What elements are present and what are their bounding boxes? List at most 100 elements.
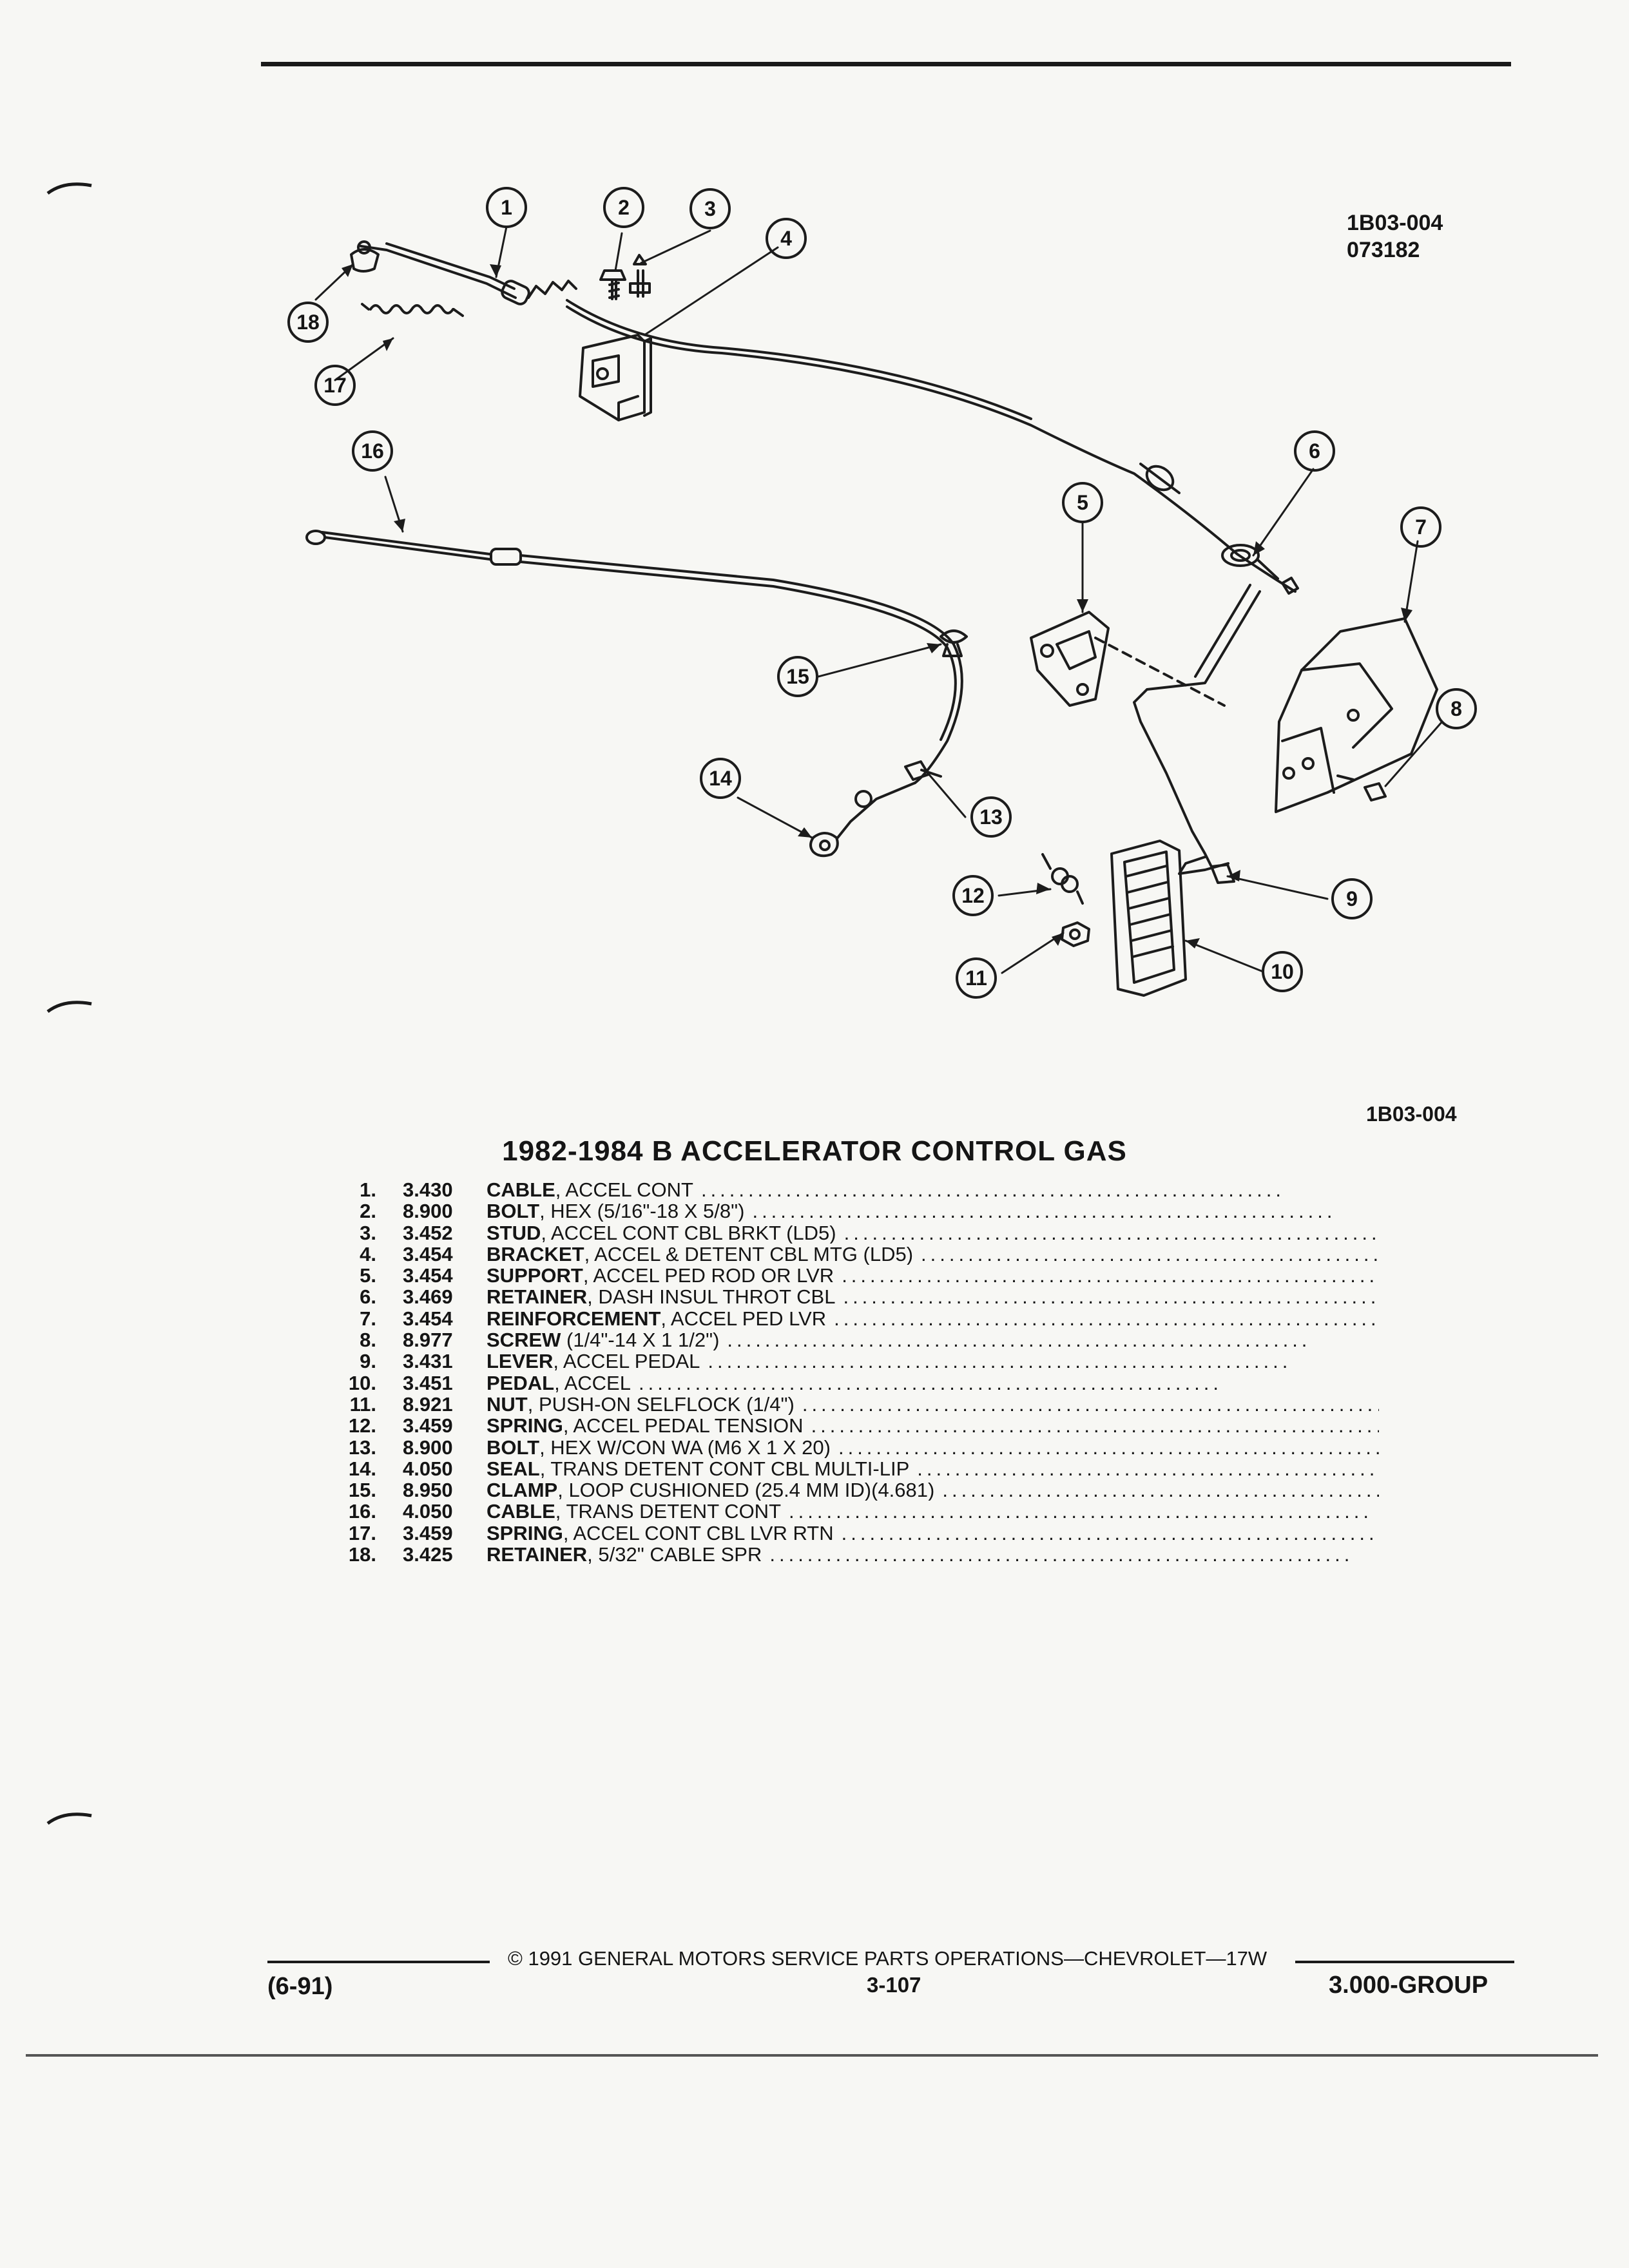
callout-label-16: 16 bbox=[361, 439, 384, 463]
dot-leader: ........................................… bbox=[769, 1544, 1354, 1566]
part-description: , LOOP CUSHIONED (25.4 MM ID)(4.681) bbox=[557, 1479, 935, 1501]
hex-bolt-part bbox=[599, 269, 626, 300]
callout-15 bbox=[777, 656, 818, 697]
multi-lip-seal-part bbox=[809, 832, 839, 858]
part-description: , ACCEL PED ROD OR LVR bbox=[583, 1265, 834, 1287]
group-code: 3.454 bbox=[403, 1264, 453, 1287]
group-code: 3.452 bbox=[403, 1221, 453, 1244]
part-name: SPRING bbox=[487, 1522, 563, 1544]
part-number: 11. bbox=[349, 1392, 376, 1416]
dot-leader: ........................................… bbox=[752, 1200, 1336, 1222]
group-code: 8.950 bbox=[403, 1479, 453, 1502]
hex-washer-bolt-part bbox=[904, 760, 942, 781]
pedal-support-part bbox=[1030, 611, 1226, 707]
part-description: , ACCEL CONT CBL BRKT (LD5) bbox=[541, 1222, 836, 1244]
figure-ref-number: 1B03-004 bbox=[1347, 211, 1443, 235]
part-description: , HEX W/CON WA (M6 X 1 X 20) bbox=[539, 1436, 831, 1458]
part-number: 7. bbox=[360, 1307, 376, 1330]
part-name: SCREW bbox=[487, 1329, 561, 1351]
loop-clamp-part bbox=[940, 629, 968, 657]
part-number: 10. bbox=[348, 1371, 376, 1394]
bottom-rule bbox=[26, 2054, 1598, 2057]
callout-circles bbox=[287, 187, 1477, 999]
callout-label-18: 18 bbox=[296, 311, 320, 334]
callout-label-8: 8 bbox=[1451, 697, 1462, 720]
detent-cable-part bbox=[305, 530, 963, 839]
callout-label-2: 2 bbox=[618, 196, 630, 219]
callout-4 bbox=[766, 218, 807, 259]
part-description: , DASH INSUL THROT CBL bbox=[587, 1286, 836, 1308]
group-code: 3.454 bbox=[403, 1307, 453, 1330]
figure-ref-caption: 1B03-004 bbox=[1366, 1102, 1457, 1126]
part-number: 8. bbox=[360, 1329, 376, 1352]
part-name: CABLE bbox=[487, 1179, 555, 1200]
dot-leader: ........................................… bbox=[802, 1393, 1379, 1415]
binder-mark-bottom bbox=[46, 1812, 92, 1825]
part-name: BOLT bbox=[487, 1436, 540, 1458]
dot-leader: ........................................… bbox=[638, 1372, 1222, 1394]
accel-cable-part bbox=[357, 240, 1296, 593]
part-number: 9. bbox=[360, 1350, 376, 1373]
dot-leader: ........................................… bbox=[942, 1479, 1379, 1501]
group-code: 3.430 bbox=[403, 1178, 453, 1201]
part-name: LEVER bbox=[487, 1350, 554, 1372]
pedal-spring-part bbox=[1041, 853, 1084, 905]
callout-label-10: 10 bbox=[1271, 960, 1294, 983]
part-description: (1/4"-14 X 1 1/2") bbox=[561, 1329, 720, 1351]
part-description: , TRANS DETENT CONT CBL MULTI-LIP bbox=[539, 1457, 910, 1479]
bracket-part bbox=[579, 334, 652, 421]
dot-leader: ........................................… bbox=[708, 1350, 1292, 1372]
pedal-lever-part bbox=[1133, 584, 1261, 884]
callout-label-5: 5 bbox=[1077, 491, 1088, 514]
callout-label-12: 12 bbox=[961, 884, 985, 907]
reinforcement-part bbox=[1275, 617, 1438, 813]
part-name: SEAL bbox=[487, 1457, 540, 1479]
callout-label-11: 11 bbox=[965, 966, 987, 990]
dot-leader: ........................................… bbox=[727, 1329, 1311, 1351]
binder-mark-middle bbox=[46, 1001, 92, 1014]
part-description: , 5/32" CABLE SPR bbox=[587, 1544, 762, 1566]
part-description: , TRANS DETENT CONT bbox=[555, 1501, 781, 1523]
cable-retainer-part bbox=[350, 248, 380, 273]
callout-label-7: 7 bbox=[1415, 515, 1427, 539]
part-number: 14. bbox=[348, 1457, 376, 1480]
part-description: , ACCEL PEDAL bbox=[553, 1350, 700, 1372]
callout-10 bbox=[1262, 951, 1303, 992]
part-description: , PUSH-ON SELFLOCK (1/4") bbox=[527, 1393, 795, 1415]
dot-leader: ........................................… bbox=[700, 1179, 1285, 1200]
screw-part bbox=[1336, 774, 1387, 802]
group-code: 3.454 bbox=[403, 1242, 453, 1265]
callout-7 bbox=[1400, 506, 1441, 548]
callout-11 bbox=[956, 957, 997, 999]
part-name: REINFORCEMENT bbox=[487, 1307, 661, 1329]
callout-label-14: 14 bbox=[709, 767, 732, 790]
part-description: , ACCEL PED LVR bbox=[660, 1307, 827, 1329]
callout-17 bbox=[314, 365, 356, 406]
part-number: 2. bbox=[360, 1200, 376, 1223]
dot-leader: ........................................… bbox=[841, 1522, 1379, 1544]
dot-leader: ........................................… bbox=[838, 1436, 1379, 1458]
part-number: 5. bbox=[360, 1264, 376, 1287]
group-code: 8.977 bbox=[403, 1329, 453, 1352]
group-code: 3.459 bbox=[403, 1521, 453, 1544]
dot-leader: ........................................… bbox=[921, 1243, 1379, 1265]
dot-leader: ........................................… bbox=[842, 1265, 1379, 1287]
exploded-parts-diagram: 1 2 3 4 5 6 7 8 9 10 11 12 13 14 15 16 1… bbox=[287, 187, 1477, 999]
callout-1 bbox=[486, 187, 527, 228]
callout-label-13: 13 bbox=[979, 805, 1003, 829]
dot-leader: ........................................… bbox=[843, 1222, 1379, 1244]
group-code: 8.900 bbox=[403, 1200, 453, 1223]
part-number: 3. bbox=[360, 1221, 376, 1244]
part-description: , ACCEL bbox=[554, 1372, 631, 1394]
stud-part bbox=[629, 254, 651, 298]
part-number: 15. bbox=[348, 1479, 376, 1502]
